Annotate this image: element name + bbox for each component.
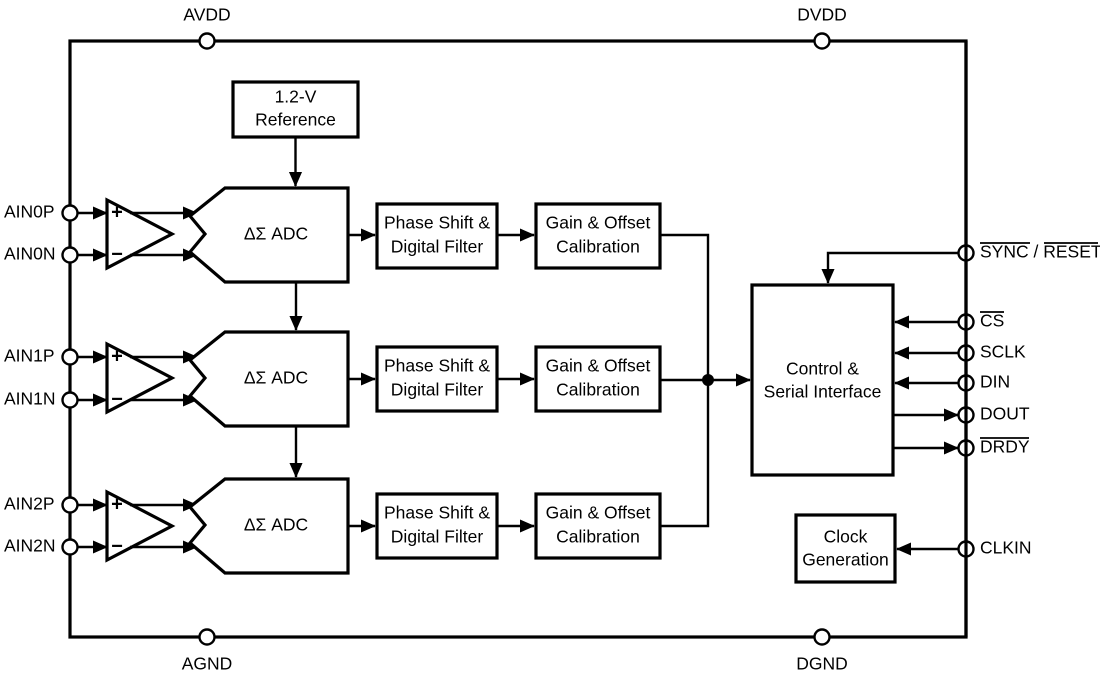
wire-sync-reset-to-control xyxy=(821,251,958,284)
pga1-plus-sign: + xyxy=(111,345,123,367)
pin-label-clkin: CLKIN xyxy=(980,538,1032,558)
pin-ain1p-circle[interactable] xyxy=(61,348,79,366)
block-filter0-line1: Phase Shift & xyxy=(384,213,490,233)
pin-ain2n-circle[interactable] xyxy=(61,538,79,556)
block-cal0-line2: Calibration xyxy=(556,237,640,257)
pga0-plus-sign: + xyxy=(111,201,123,223)
block-cal1-line2: Calibration xyxy=(556,380,640,400)
pin-dgnd-circle[interactable] xyxy=(813,628,831,646)
block-cal2[interactable] xyxy=(534,492,662,560)
block-adc1-label: ΔΣ ADC xyxy=(244,368,308,388)
pin-label-ain0n: AIN0N xyxy=(4,244,56,264)
pin-label-ain1p: AIN1P xyxy=(4,346,55,366)
pga2-plus-sign: + xyxy=(111,493,123,515)
pin-ain1n-circle[interactable] xyxy=(61,391,79,409)
block-filter1-line1: Phase Shift & xyxy=(384,356,490,376)
block-clock-generation[interactable] xyxy=(794,513,897,584)
block-adc1[interactable] xyxy=(187,330,350,428)
block-adc0-label: ΔΣ ADC xyxy=(244,224,308,244)
pin-agnd-circle[interactable] xyxy=(198,628,216,646)
block-cal2-line2: Calibration xyxy=(556,527,640,547)
pin-label-ain1n: AIN1N xyxy=(4,389,56,409)
block-filter2-line1: Phase Shift & xyxy=(384,503,490,523)
amplifier-pga0[interactable] xyxy=(105,197,176,271)
block-filter1[interactable] xyxy=(375,345,499,413)
block-cal0-line1: Gain & Offset xyxy=(546,213,651,233)
block-clock-line1: Clock xyxy=(824,527,868,547)
wire-cal0-to-bus xyxy=(660,233,710,380)
wire-cal2-to-bus xyxy=(660,380,710,528)
block-filter1-line2: Digital Filter xyxy=(391,380,484,400)
pin-label-dgnd: DGND xyxy=(796,654,848,674)
block-control-serial-interface[interactable] xyxy=(750,283,895,477)
amplifier-pga2[interactable] xyxy=(105,489,176,563)
block-cal1-line1: Gain & Offset xyxy=(546,356,651,376)
pga1-minus-sign: − xyxy=(111,388,123,410)
block-cal0[interactable] xyxy=(534,202,662,270)
block-reference-line1: 1.2-V xyxy=(275,87,317,107)
block-reference-line2: Reference xyxy=(255,110,336,130)
pin-ain0n-circle[interactable] xyxy=(61,246,79,264)
pin-label-din: DIN xyxy=(980,372,1010,392)
block-filter2-line2: Digital Filter xyxy=(391,527,484,547)
pin-label-sync-reset: SYNC / RESET xyxy=(980,242,1100,262)
pin-label-ain0p: AIN0P xyxy=(4,202,55,222)
block-adc2[interactable] xyxy=(187,477,350,575)
pin-dvdd-circle[interactable] xyxy=(813,32,831,50)
block-clock-line2: Generation xyxy=(802,550,889,570)
pga0-minus-sign: − xyxy=(111,243,123,265)
pin-label-sclk: SCLK xyxy=(980,342,1026,362)
block-filter0[interactable] xyxy=(375,202,499,270)
pin-label-cs: CS xyxy=(980,311,1004,331)
pin-label-ain2p: AIN2P xyxy=(4,494,55,514)
pga2-minus-sign: − xyxy=(111,535,123,557)
pin-label-drdy: DRDY xyxy=(980,437,1030,457)
pin-label-ain2n: AIN2N xyxy=(4,536,56,556)
block-cal2-line1: Gain & Offset xyxy=(546,503,651,523)
block-control-line2: Serial Interface xyxy=(764,382,882,402)
pin-label-avdd: AVDD xyxy=(183,5,230,25)
block-filter0-line2: Digital Filter xyxy=(391,237,484,257)
pin-label-dvdd: DVDD xyxy=(797,5,847,25)
block-control-line1: Control & xyxy=(786,359,859,379)
amplifier-pga1[interactable] xyxy=(105,341,176,415)
pin-ain0p-circle[interactable] xyxy=(61,204,79,222)
block-adc0[interactable] xyxy=(187,186,350,284)
pin-avdd-circle[interactable] xyxy=(198,32,216,50)
block-adc2-label: ΔΣ ADC xyxy=(244,515,308,535)
pin-ain2p-circle[interactable] xyxy=(61,496,79,514)
pin-label-agnd: AGND xyxy=(182,654,233,674)
pin-label-dout: DOUT xyxy=(980,404,1030,424)
block-cal1[interactable] xyxy=(534,345,662,413)
